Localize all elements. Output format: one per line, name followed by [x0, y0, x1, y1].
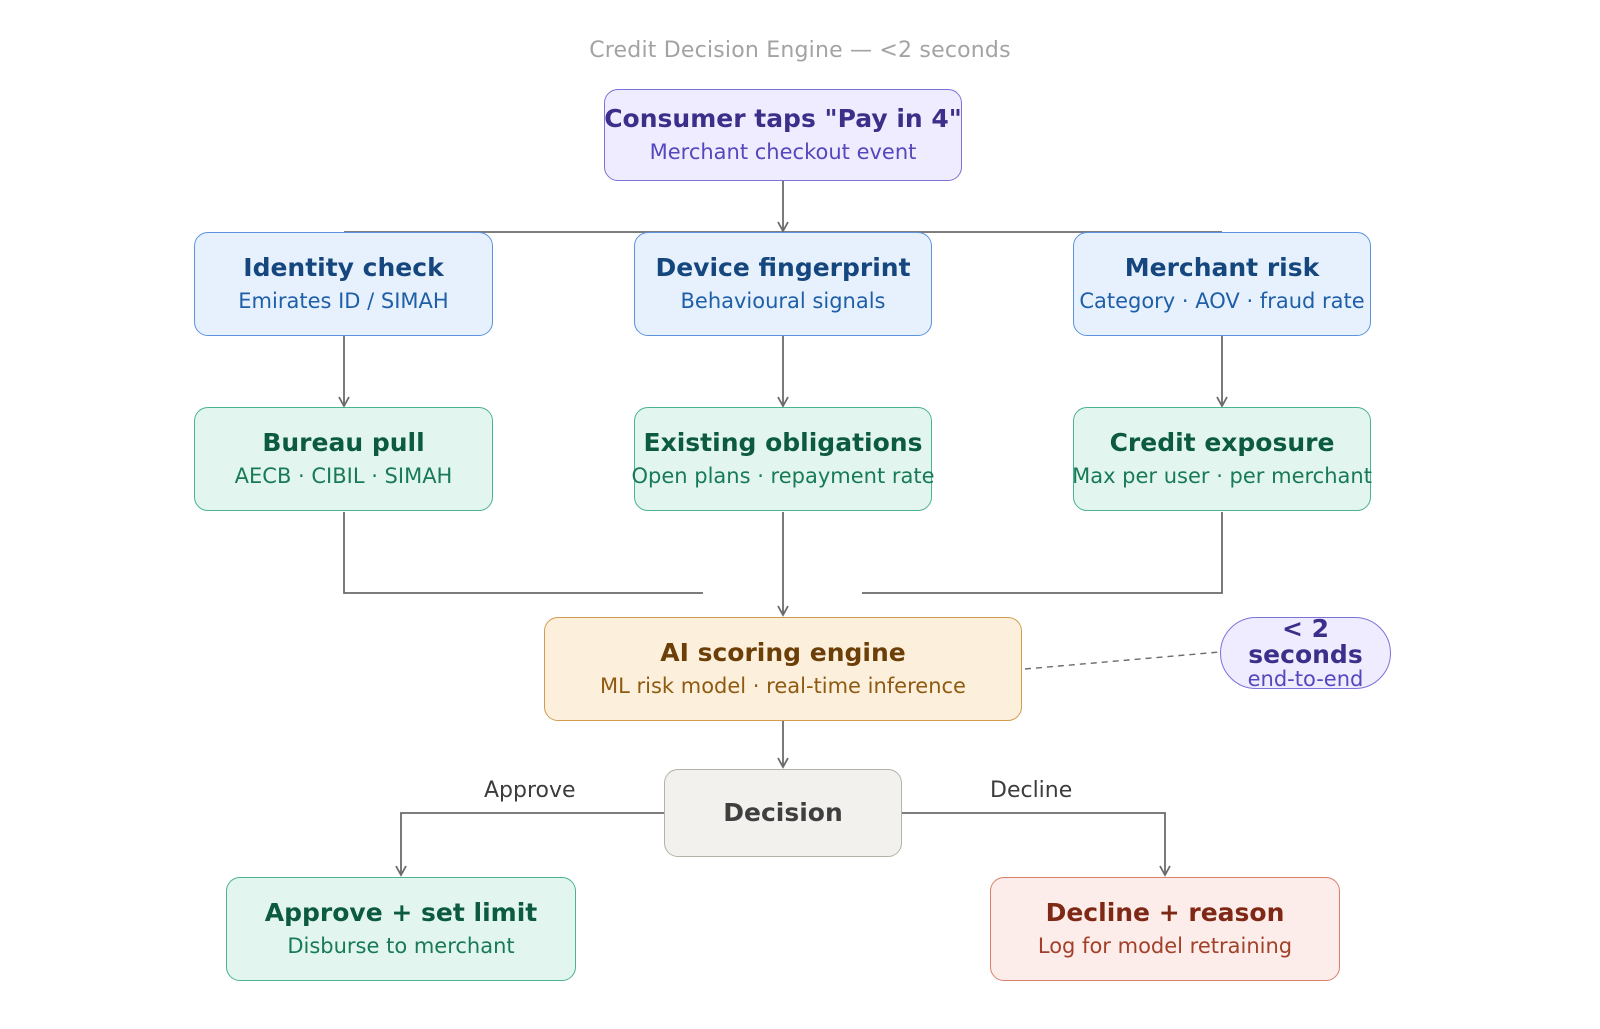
node-ai-scoring-engine-subtitle: ML risk model · real-time inference: [600, 674, 966, 698]
node-merchant-risk-subtitle: Category · AOV · fraud rate: [1079, 289, 1365, 313]
node-device-fingerprint: Device fingerprint Behavioural signals: [634, 232, 932, 336]
node-approve-subtitle: Disburse to merchant: [287, 934, 515, 958]
node-consumer-trigger-title: Consumer taps "Pay in 4": [604, 104, 962, 133]
node-existing-obligations-subtitle: Open plans · repayment rate: [631, 464, 935, 488]
arrow-decision-to-approve: [395, 812, 664, 877]
node-merchant-risk-title: Merchant risk: [1124, 253, 1320, 282]
arrow-decision-to-decline: [902, 812, 1171, 877]
node-consumer-trigger: Consumer taps "Pay in 4" Merchant checko…: [604, 89, 962, 181]
node-merchant-risk: Merchant risk Category · AOV · fraud rat…: [1073, 232, 1371, 336]
latency-callout-value: < 2 seconds: [1248, 614, 1363, 669]
edge-label-approve: Approve: [484, 778, 576, 803]
node-existing-obligations: Existing obligations Open plans · repaym…: [631, 407, 935, 511]
latency-callout-caption: end-to-end: [1247, 667, 1364, 691]
node-bureau-pull-title: Bureau pull: [262, 428, 425, 457]
node-decision-title: Decision: [723, 798, 843, 827]
node-bureau-pull-subtitle: AECB · CIBIL · SIMAH: [234, 464, 453, 488]
node-credit-exposure-title: Credit exposure: [1109, 428, 1335, 457]
latency-callout: < 2 seconds end-to-end: [1220, 614, 1391, 691]
callout-leader-line: [1024, 651, 1221, 670]
diagram-title: Credit Decision Engine — <2 seconds: [589, 38, 1011, 63]
node-device-fingerprint-title: Device fingerprint: [655, 253, 911, 282]
node-identity-check: Identity check Emirates ID / SIMAH: [194, 232, 493, 336]
node-identity-check-title: Identity check: [243, 253, 444, 282]
node-approve-title: Approve + set limit: [264, 898, 538, 927]
node-credit-exposure: Credit exposure Max per user · per merch…: [1072, 407, 1372, 511]
node-decline: Decline + reason Log for model retrainin…: [990, 877, 1340, 981]
node-decline-subtitle: Log for model retraining: [1037, 934, 1293, 958]
node-existing-obligations-title: Existing obligations: [643, 428, 923, 457]
node-consumer-trigger-subtitle: Merchant checkout event: [649, 140, 917, 164]
node-approve: Approve + set limit Disburse to merchant: [226, 877, 576, 981]
node-decision: Decision: [664, 769, 902, 857]
node-identity-check-subtitle: Emirates ID / SIMAH: [238, 289, 449, 313]
node-device-fingerprint-subtitle: Behavioural signals: [680, 289, 886, 313]
connector-bureau-to-merge: [343, 512, 703, 594]
edge-label-decline: Decline: [990, 778, 1073, 803]
node-decline-title: Decline + reason: [1045, 898, 1285, 927]
node-ai-scoring-engine: AI scoring engine ML risk model · real-t…: [544, 617, 1022, 721]
node-bureau-pull: Bureau pull AECB · CIBIL · SIMAH: [194, 407, 493, 511]
connector-exposure-to-merge: [862, 512, 1223, 594]
node-ai-scoring-engine-title: AI scoring engine: [660, 638, 906, 667]
node-credit-exposure-subtitle: Max per user · per merchant: [1072, 464, 1372, 488]
